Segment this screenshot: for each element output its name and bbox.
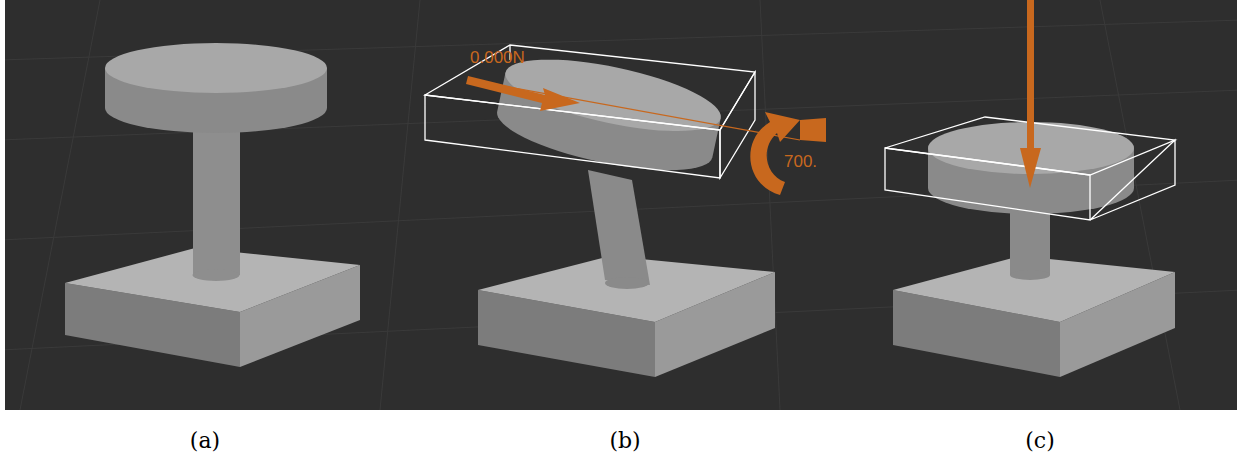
subfigure-caption: (c) [1025,428,1055,453]
force-arrow [466,76,580,111]
force-value: 0.000N [470,48,525,68]
object-c [885,0,1175,377]
torque-value: 700. [784,152,817,172]
ground-grid [5,0,1237,410]
bounding-box [425,45,755,178]
viewport-background [5,0,1237,410]
force-arrow [1027,0,1034,150]
object-a [65,43,360,367]
subfigure-caption: (b) [609,428,640,453]
subfigure-caption: (a) [190,428,220,453]
object-b [425,45,826,377]
